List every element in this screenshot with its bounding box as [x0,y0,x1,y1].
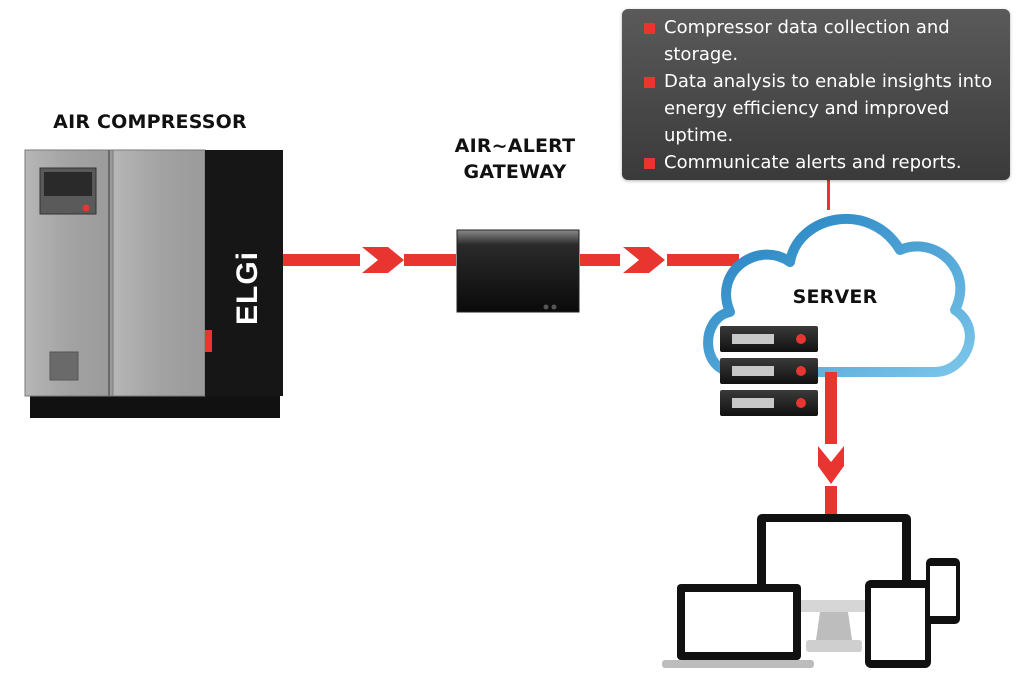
brand-label: ELGi [231,251,264,326]
arrow-compressor-to-gateway [282,247,456,273]
info-item-text: Communicate alerts and reports. [664,152,962,173]
bullet-square-icon [644,158,655,169]
gateway-label-line1: AIR~ALERT [454,135,576,157]
arrow-gateway-to-server [580,247,739,273]
gateway-device-icon [456,229,580,313]
gateway-label: AIR~ALERT GATEWAY [440,133,590,185]
tablet-icon [865,580,931,668]
arrow-server-to-devices [818,372,844,514]
bullet-square-icon [644,77,655,88]
info-box: Compressor data collection and storage. … [622,9,1010,180]
server-label: SERVER [792,286,878,308]
info-list: Compressor data collection and storage. … [622,9,1010,176]
air-compressor-icon [24,149,283,418]
compressor-label: AIR COMPRESSOR [53,111,247,133]
info-item: Data analysis to enable insights into en… [644,68,1000,149]
desktop-monitor-icon [757,514,911,652]
gateway-label-line2: GATEWAY [463,161,567,183]
bullet-square-icon [644,23,655,34]
server-rack-icon [720,326,818,416]
info-item: Communicate alerts and reports. [644,149,1000,176]
info-item-text: Compressor data collection and storage. [664,17,950,65]
compressor-brand-logo: ELGi [203,233,283,343]
info-item-text: Data analysis to enable insights into en… [664,71,993,146]
info-box-connector [827,180,830,210]
laptop-icon [662,584,814,668]
phone-icon [926,558,960,624]
info-item: Compressor data collection and storage. [644,14,1000,68]
